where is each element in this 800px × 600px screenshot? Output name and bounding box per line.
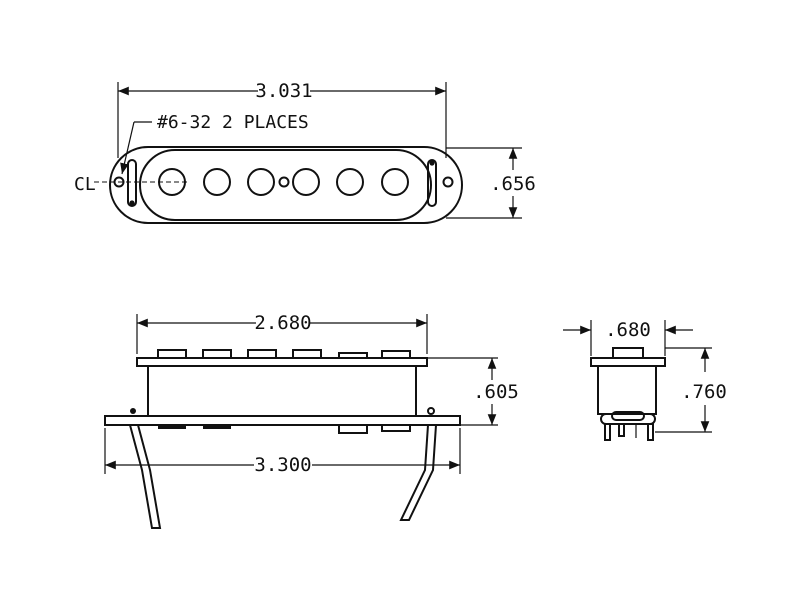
- screw-head: [130, 408, 136, 414]
- mounting-hole-right: [442, 176, 454, 188]
- side-lead: [604, 423, 611, 441]
- pole-piece: [336, 168, 364, 196]
- side-lead: [618, 423, 625, 437]
- lead-wire-right: [399, 424, 438, 521]
- pole-top: [292, 349, 322, 359]
- pole-bottom: [203, 425, 231, 429]
- wire-eyelet: [129, 200, 135, 206]
- screw-head: [427, 407, 435, 415]
- pole-piece: [247, 168, 275, 196]
- pole-piece: [292, 168, 320, 196]
- side-view: .680 .760: [563, 319, 727, 441]
- front-view: 2.680 3.300 .605: [104, 312, 519, 529]
- top-base-plate: [109, 146, 463, 224]
- top-view: CL 3.031 #6-32 2 PLACES .656: [74, 80, 536, 224]
- screw-note: #6-32 2 PLACES: [157, 112, 309, 133]
- side-lead: [647, 423, 654, 441]
- length-dimension-label: 3.031: [255, 80, 312, 102]
- pole-top: [338, 352, 368, 359]
- note-leader: [120, 121, 135, 175]
- height-dimension-label: .605: [473, 381, 519, 403]
- pole-top: [157, 349, 187, 359]
- wire-slot-left: [127, 159, 137, 207]
- pole-top: [247, 349, 277, 359]
- width-dimension-label: 2.680: [254, 312, 311, 334]
- side-top-flange: [590, 357, 666, 367]
- pole-top: [202, 349, 232, 359]
- wire-eyelet: [429, 160, 435, 166]
- coil-body: [147, 365, 417, 417]
- pole-bottom: [381, 424, 411, 432]
- side-width-dimension-label: .680: [605, 319, 651, 341]
- pole-bottom: [158, 425, 186, 429]
- side-coil-body: [597, 365, 657, 415]
- side-height-dimension-label: .760: [681, 381, 727, 403]
- side-base-plate: [600, 413, 656, 425]
- pole-top: [381, 350, 411, 359]
- pole-piece: [203, 168, 231, 196]
- centerline-symbol: CL: [74, 174, 96, 195]
- base-plate: [104, 415, 461, 426]
- wire-slot-right: [427, 159, 437, 207]
- top-flange: [136, 357, 428, 367]
- center-dot: [278, 176, 290, 188]
- pole-bottom: [338, 424, 368, 434]
- base-width-dimension-label: 3.300: [254, 454, 311, 476]
- side-base-slot: [611, 411, 645, 421]
- side-pole-top: [612, 347, 644, 359]
- top-cover: [139, 149, 432, 221]
- height-dimension-label: .656: [490, 173, 536, 195]
- lead-wire-left: [128, 424, 162, 529]
- pole-piece: [381, 168, 409, 196]
